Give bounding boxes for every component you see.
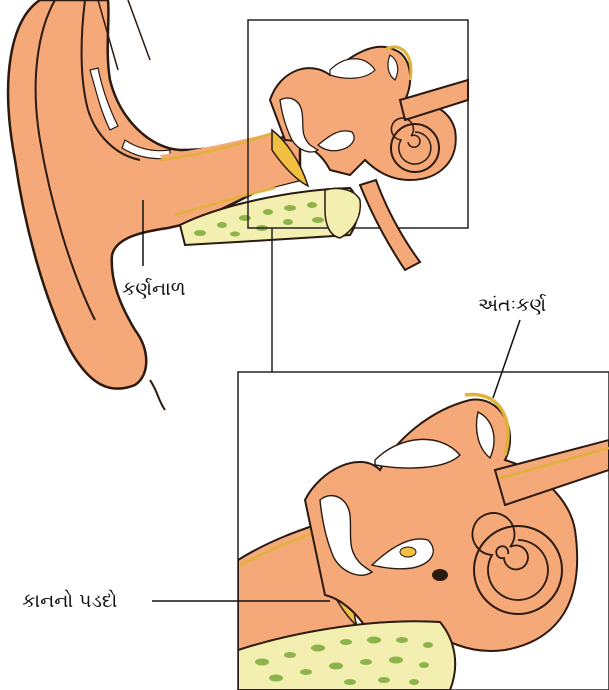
label-eardrum: કાનનો પડદો: [22, 590, 117, 612]
detail-frame-bottom: [238, 372, 609, 690]
label-inner-ear: અંતઃકર્ણ: [478, 294, 546, 316]
label-ear-canal: કર્ણનાળ: [122, 278, 186, 300]
